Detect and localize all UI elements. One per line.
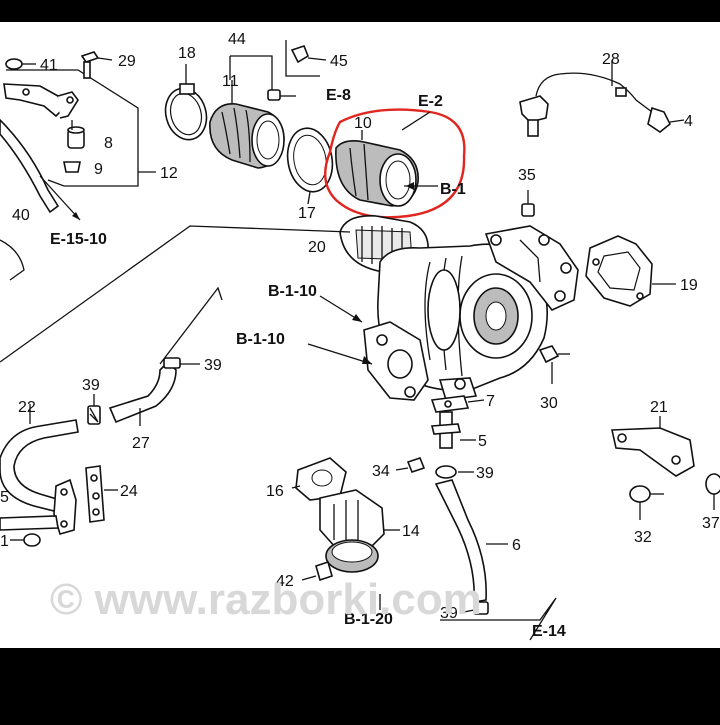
hose-6 — [434, 479, 508, 603]
oxygen-sensor-28 — [519, 60, 685, 137]
label-1-left: 1 — [0, 533, 9, 550]
gasket-16 — [291, 457, 347, 501]
bracket-45 — [285, 40, 320, 77]
air-tube-10 — [335, 130, 419, 207]
label-35: 35 — [518, 167, 536, 184]
label-19: 19 — [680, 277, 698, 294]
label-39-b: 39 — [82, 377, 100, 394]
actuator-14 — [319, 489, 400, 573]
gasket-17 — [286, 127, 334, 205]
label-27: 27 — [132, 435, 150, 452]
label-11: 11 — [222, 73, 239, 90]
arrow-e1510 — [39, 175, 81, 221]
bolt-29 — [80, 51, 113, 79]
label-40: 40 — [12, 207, 30, 224]
bolt-41 — [5, 58, 36, 70]
bolt-37 — [705, 473, 720, 510]
label-17: 17 — [298, 205, 316, 222]
label-34: 34 — [372, 463, 390, 480]
bolt-34 — [395, 457, 426, 473]
clip-45 — [290, 45, 327, 64]
callout-line-a — [0, 225, 351, 363]
bracket-21 — [611, 416, 695, 477]
label-39-d: 39 — [440, 605, 458, 622]
ref-b110-lower: B-1-10 — [236, 331, 285, 348]
label-28: 28 — [602, 51, 620, 68]
pipe-5 — [430, 411, 476, 449]
label-7: 7 — [486, 393, 495, 410]
intake-hose-11 — [209, 80, 285, 169]
leader-e2 — [401, 111, 431, 131]
label-44: 44 — [228, 31, 246, 48]
bracket-assembly-12 — [3, 83, 85, 173]
flange-7 — [430, 395, 485, 413]
turbocharger-assembly — [339, 215, 579, 401]
label-22: 22 — [18, 399, 36, 416]
callout-e14 — [440, 597, 557, 641]
pipe-22 — [0, 404, 79, 513]
pipe-40 — [0, 118, 60, 281]
ref-b120: B-1-20 — [344, 611, 393, 628]
label-16: 16 — [266, 483, 284, 500]
ref-e2: E-2 — [418, 93, 443, 110]
ref-e1510: E-15-10 — [50, 231, 107, 248]
label-8: 8 — [104, 135, 113, 152]
label-5: 5 — [478, 433, 487, 450]
label-18: 18 — [178, 45, 196, 62]
label-10: 10 — [354, 115, 372, 132]
label-20: 20 — [308, 239, 326, 256]
watermark: © www.razborki.com — [50, 575, 482, 624]
leader-44 — [230, 55, 273, 90]
label-6: 6 — [512, 537, 521, 554]
label-37: 37 — [702, 515, 720, 532]
clamp-39-left — [87, 394, 101, 425]
gasket-24 — [85, 465, 118, 523]
clip-44 — [267, 89, 296, 101]
label-9: 9 — [94, 161, 103, 178]
callout-line-b — [159, 286, 223, 365]
label-24: 24 — [120, 483, 138, 500]
bolt-32 — [629, 485, 664, 520]
ref-b110-upper: B-1-10 — [268, 283, 317, 300]
ref-e8: E-8 — [326, 87, 351, 104]
label-12: 12 — [160, 165, 178, 182]
hose-clamp-18 — [164, 64, 208, 141]
bracket-callout-line — [6, 69, 139, 187]
hose-27 — [108, 357, 200, 426]
label-4: 4 — [684, 113, 693, 130]
label-45: 45 — [330, 53, 348, 70]
label-32: 32 — [634, 529, 652, 546]
clamp-39-mid — [435, 465, 474, 479]
bolt-1-left — [10, 533, 41, 547]
label-42: 42 — [276, 573, 294, 590]
gasket-19 — [585, 235, 676, 307]
label-30: 30 — [540, 395, 558, 412]
clamp-39-bottom — [463, 601, 489, 615]
ref-b1: B-1 — [440, 181, 466, 198]
ref-e14: E-14 — [532, 623, 566, 640]
nut-35 — [521, 190, 535, 217]
label-39-a: 39 — [204, 357, 222, 374]
bolt-42 — [301, 560, 333, 582]
label-39-c: 39 — [476, 465, 494, 482]
flange-left-5 — [0, 478, 77, 535]
label-29: 29 — [118, 53, 136, 70]
label-21: 21 — [650, 399, 668, 416]
label-41: 41 — [40, 57, 58, 74]
label-14: 14 — [402, 523, 420, 540]
label-5-left: 5 — [0, 489, 9, 506]
arrow-b110-lower — [307, 343, 373, 365]
